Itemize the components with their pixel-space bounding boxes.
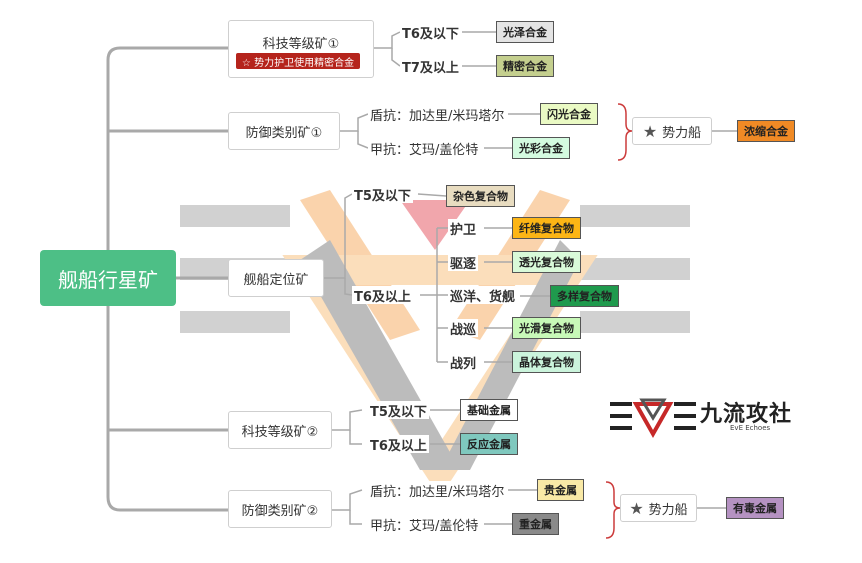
- branch-defense-type-2[interactable]: 防御类别矿②: [228, 490, 332, 528]
- material-chip[interactable]: 贵金属: [537, 479, 584, 501]
- branch-defense-type-1[interactable]: 防御类别矿①: [228, 112, 340, 150]
- tier-label: 甲抗：艾玛/盖伦特: [368, 515, 481, 534]
- star-icon: ★: [642, 121, 658, 141]
- role-label: 战列: [448, 353, 479, 372]
- brand-subtitle: EvE Echoes: [730, 424, 771, 432]
- branch-tech-level-2[interactable]: 科技等级矿②: [228, 411, 332, 449]
- main-links: [106, 46, 230, 512]
- tier-label: 盾抗：加达里/米玛塔尔: [368, 481, 507, 500]
- material-chip[interactable]: 浓缩合金: [737, 120, 795, 142]
- material-chip[interactable]: 反应金属: [460, 433, 518, 455]
- material-chip[interactable]: 光彩合金: [512, 137, 570, 159]
- tier-label: 甲抗：艾玛/盖伦特: [368, 139, 481, 158]
- material-chip[interactable]: 晶体复合物: [512, 351, 581, 373]
- material-chip[interactable]: 精密合金: [496, 55, 554, 77]
- brand-logo-icon: [610, 398, 696, 439]
- tier-label: T6及以上: [352, 286, 413, 305]
- sub-links: [324, 31, 737, 525]
- role-label: 巡洋、货舰: [448, 286, 518, 305]
- faction-label: 势力船: [648, 502, 688, 518]
- tier-label: T5及以下: [352, 185, 413, 204]
- branch-label: 科技等级矿①: [262, 37, 340, 52]
- material-chip[interactable]: 多样复合物: [550, 285, 619, 307]
- material-chip[interactable]: 有毒金属: [726, 497, 784, 519]
- role-label: 战巡: [448, 319, 479, 338]
- faction-ship-node[interactable]: ★势力船: [632, 117, 712, 145]
- note-badge: ☆ 势力护卫使用精密合金: [236, 53, 360, 69]
- material-chip[interactable]: 光滑复合物: [512, 317, 581, 339]
- material-chip[interactable]: 透光复合物: [512, 251, 581, 273]
- tier-label: T6及以下: [400, 23, 461, 42]
- tier-label: T6及以上: [368, 435, 429, 454]
- role-label: 驱逐: [448, 253, 479, 272]
- brand-name: 九流攻社: [700, 402, 793, 427]
- material-chip[interactable]: 基础金属: [460, 399, 518, 421]
- material-chip[interactable]: 纤维复合物: [512, 217, 581, 239]
- branch-tech-level-1[interactable]: 科技等级矿①: [228, 20, 374, 78]
- role-label: 护卫: [448, 219, 479, 238]
- material-chip[interactable]: 光泽合金: [496, 21, 554, 43]
- star-icon: ★: [629, 498, 644, 518]
- material-chip[interactable]: 杂色复合物: [446, 185, 515, 207]
- faction-label: 势力船: [662, 125, 702, 141]
- root-node[interactable]: 舰船行星矿: [40, 250, 176, 306]
- branch-ship-positioning[interactable]: 舰船定位矿: [228, 259, 324, 297]
- tier-label: 盾抗：加达里/米玛塔尔: [368, 105, 507, 124]
- material-chip[interactable]: 闪光合金: [540, 103, 598, 125]
- material-chip[interactable]: 重金属: [512, 513, 559, 535]
- tier-label: T7及以上: [400, 57, 461, 76]
- tier-label: T5及以下: [368, 401, 429, 420]
- faction-ship-node[interactable]: ★势力船: [620, 494, 697, 522]
